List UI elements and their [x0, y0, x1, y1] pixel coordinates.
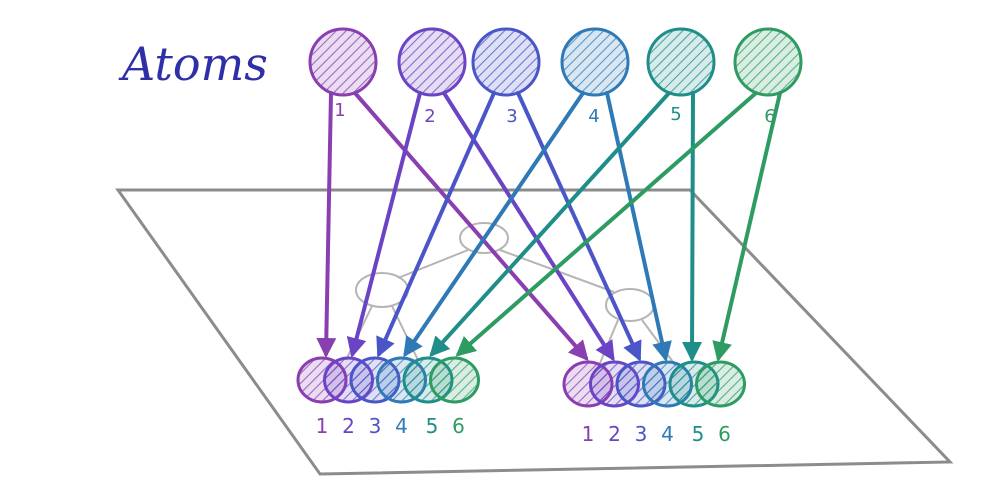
- group-atom-label: 1: [582, 422, 595, 446]
- arrow-atom-1-to-group-1: [316, 91, 337, 358]
- group-atom-label: 3: [635, 422, 648, 446]
- group-atom-label: 2: [608, 422, 621, 446]
- atom-label: 6: [764, 106, 775, 127]
- atom-6: [733, 27, 803, 97]
- plane: [115, 188, 954, 476]
- arrow-atom-6-to-group-2: [712, 91, 782, 362]
- arrow-atom-5-to-group-2: [682, 91, 703, 362]
- group-atom-label: 3: [369, 414, 382, 438]
- atom-2: [397, 27, 467, 97]
- arrow-atom-2-to-group-1: [346, 91, 422, 358]
- group-atom-label: 6: [452, 414, 465, 438]
- group-atom-label: 4: [395, 414, 408, 438]
- diagram-title: Atoms: [118, 37, 268, 91]
- atom-label: 3: [506, 106, 517, 127]
- atom-label: 1: [334, 100, 345, 121]
- arrow-atom-4-to-group-1: [403, 91, 585, 358]
- group-atom-6: [429, 356, 480, 404]
- group-atom-6: [695, 360, 746, 408]
- atom-5: [646, 27, 716, 97]
- top-atoms: 1 2 3 4 5 6: [308, 27, 803, 127]
- arrow-atom-3-to-group-2: [516, 91, 642, 362]
- group-atom-label: 5: [426, 414, 439, 438]
- atom-label: 5: [670, 104, 681, 125]
- tree-edge: [397, 249, 469, 279]
- arrow-atom-6-to-group-1: [455, 91, 758, 357]
- arrow-atom-4-to-group-2: [605, 91, 672, 362]
- group-atom-label: 5: [692, 422, 705, 446]
- group-atom-label: 4: [661, 422, 674, 446]
- atom-label: 4: [588, 106, 599, 127]
- group-atom-label: 2: [342, 414, 355, 438]
- arrow-atom-3-to-group-1: [376, 91, 496, 358]
- arrow-atom-5-to-group-1: [429, 91, 671, 357]
- atom-label: 2: [424, 106, 435, 127]
- group-atom-label: 1: [316, 414, 329, 438]
- atom-3: [471, 27, 541, 97]
- atom-4: [560, 27, 630, 97]
- tree-node-root: [459, 222, 509, 254]
- group-atom-label: 6: [718, 422, 731, 446]
- arrow-atom-1-to-group-2: [353, 91, 589, 362]
- atom-1: [308, 27, 378, 97]
- arrows: [316, 91, 782, 362]
- tree-structure: [345, 222, 677, 369]
- arrow-atom-2-to-group-2: [442, 91, 615, 362]
